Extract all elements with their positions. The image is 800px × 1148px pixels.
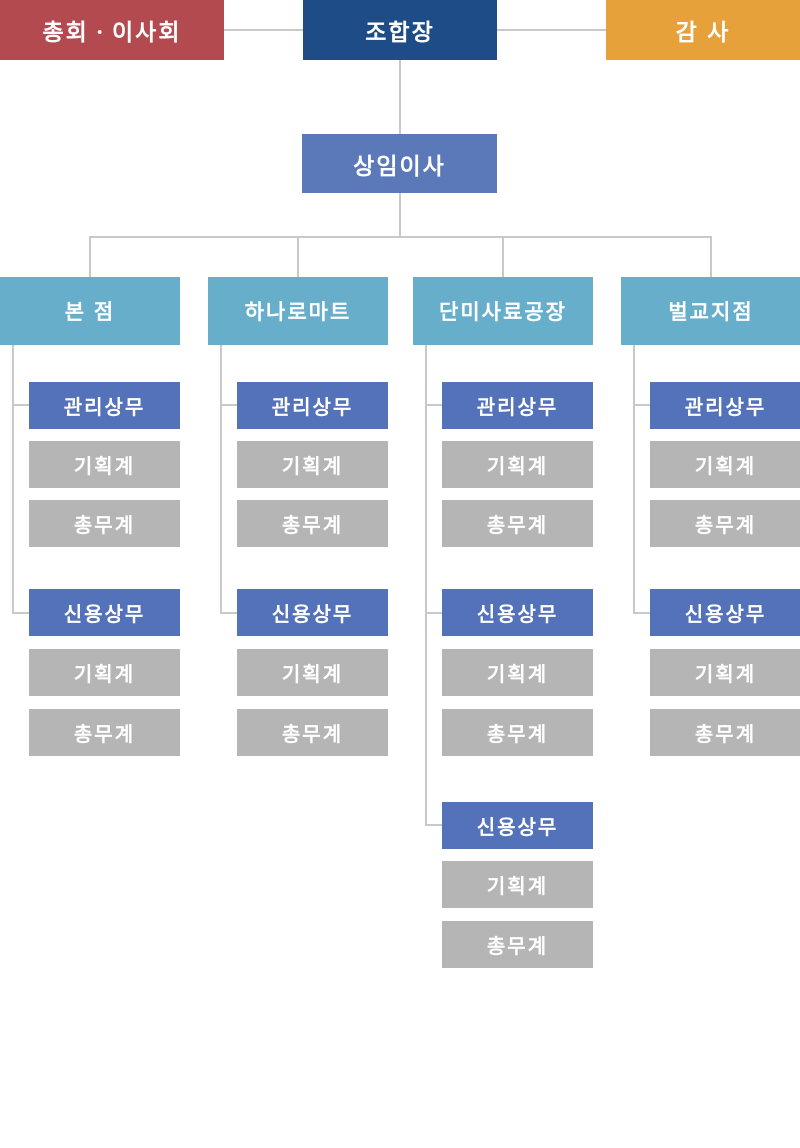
box-planning-section: 기획계 xyxy=(442,861,593,908)
box-chairman: 조합장 xyxy=(303,0,497,60)
box-admin-director: 관리상무 xyxy=(237,382,388,429)
connector-stub xyxy=(425,612,442,614)
box-executive-director: 상임이사 xyxy=(302,134,497,193)
box-general-assembly: 총회ㆍ이사회 xyxy=(0,0,224,60)
box-planning-section: 기획계 xyxy=(442,649,593,696)
connector-stub xyxy=(12,612,29,614)
connector-drop-beolgyo-branch xyxy=(710,236,712,277)
box-admin-director: 관리상무 xyxy=(650,382,800,429)
connector-stub xyxy=(220,404,237,406)
box-main-office: 본 점 xyxy=(0,277,180,345)
box-credit-director: 신용상무 xyxy=(442,589,593,636)
box-general-affairs-section: 총무계 xyxy=(29,500,180,547)
connector-spine xyxy=(425,345,427,826)
box-general-affairs-section: 총무계 xyxy=(442,921,593,968)
connector-chairman-auditor xyxy=(497,29,606,31)
connector-stub xyxy=(220,612,237,614)
box-credit-director: 신용상무 xyxy=(237,589,388,636)
box-general-affairs-section: 총무계 xyxy=(29,709,180,756)
box-planning-section: 기획계 xyxy=(650,649,800,696)
connector-drop-hanaro-mart xyxy=(297,236,299,277)
connector-branch-rail xyxy=(90,236,712,238)
box-auditor: 감 사 xyxy=(606,0,800,60)
box-admin-director: 관리상무 xyxy=(442,382,593,429)
box-planning-section: 기획계 xyxy=(29,649,180,696)
box-admin-director: 관리상무 xyxy=(29,382,180,429)
connector-stub xyxy=(12,404,29,406)
connector-spine xyxy=(220,345,222,614)
connector-stub xyxy=(633,404,650,406)
box-planning-section: 기획계 xyxy=(442,441,593,488)
connector-chairman-down xyxy=(399,60,401,134)
box-beolgyo-branch: 벌교지점 xyxy=(621,277,800,345)
box-general-affairs-section: 총무계 xyxy=(237,500,388,547)
branch-main-office: 본 점 관리상무 기획계 총무계 신용상무 기획계 총무계 xyxy=(0,0,180,1148)
branch-beolgyo-branch: 벌교지점 관리상무 기획계 총무계 신용상무 기획계 총무계 xyxy=(621,0,800,1148)
box-general-affairs-section: 총무계 xyxy=(650,709,800,756)
connector-stub xyxy=(633,612,650,614)
connector-drop-feed-factory xyxy=(502,236,504,277)
connector-drop-main-office xyxy=(89,236,91,277)
box-general-affairs-section: 총무계 xyxy=(237,709,388,756)
connector-executive-down xyxy=(399,193,401,236)
connector-stub xyxy=(425,404,442,406)
box-planning-section: 기획계 xyxy=(29,441,180,488)
connector-assembly-chairman xyxy=(224,29,303,31)
box-hanaro-mart: 하나로마트 xyxy=(208,277,388,345)
connector-spine xyxy=(12,345,14,614)
connector-spine xyxy=(633,345,635,614)
box-credit-director: 신용상무 xyxy=(29,589,180,636)
box-credit-director: 신용상무 xyxy=(442,802,593,849)
box-general-affairs-section: 총무계 xyxy=(650,500,800,547)
box-credit-director: 신용상무 xyxy=(650,589,800,636)
branch-feed-factory: 단미사료공장 관리상무 기획계 총무계 신용상무 기획계 총무계 신용상무 기획… xyxy=(413,0,593,1148)
branch-hanaro-mart: 하나로마트 관리상무 기획계 총무계 신용상무 기획계 총무계 xyxy=(208,0,388,1148)
connector-stub xyxy=(425,824,442,826)
box-feed-factory: 단미사료공장 xyxy=(413,277,593,345)
box-planning-section: 기획계 xyxy=(237,441,388,488)
box-general-affairs-section: 총무계 xyxy=(442,500,593,547)
box-general-affairs-section: 총무계 xyxy=(442,709,593,756)
box-planning-section: 기획계 xyxy=(650,441,800,488)
box-planning-section: 기획계 xyxy=(237,649,388,696)
